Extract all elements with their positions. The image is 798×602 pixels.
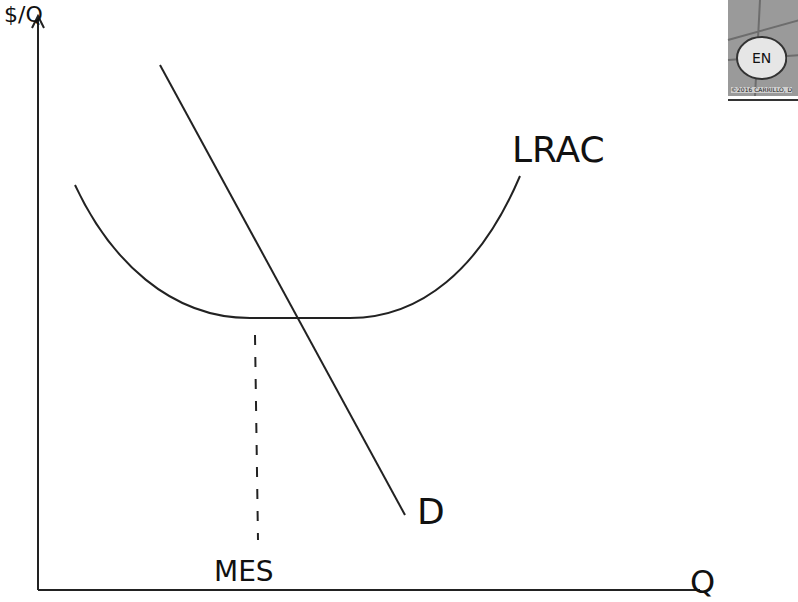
x-axis	[38, 589, 700, 591]
axis-marker-label: MES	[214, 558, 274, 586]
y-axis	[32, 16, 44, 590]
axis-label: $/Q	[4, 4, 43, 26]
curve-label: D	[417, 494, 445, 530]
inset-shading	[728, 0, 798, 96]
inset-panel	[728, 0, 798, 96]
demand-curve	[160, 65, 405, 515]
inset-rule	[728, 99, 798, 101]
mes-dashed-line	[255, 335, 258, 540]
axis-label: Q	[690, 566, 715, 598]
badge-text: EN	[752, 50, 771, 66]
ellipse-badge: EN	[736, 36, 787, 80]
copyright-note: ©2016 CARRILLO, D	[731, 87, 792, 93]
lrac-curve	[75, 176, 520, 318]
curve-label: LRAC	[512, 132, 605, 168]
